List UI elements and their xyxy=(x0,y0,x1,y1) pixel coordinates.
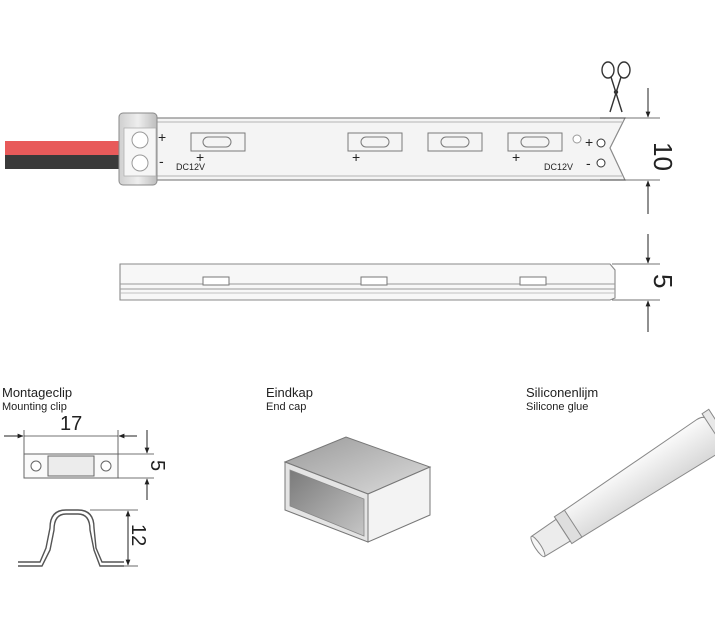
side-chip xyxy=(360,276,388,286)
side-chip xyxy=(202,276,230,286)
resistor-chip xyxy=(427,132,483,152)
endcap-side-face xyxy=(367,466,431,543)
solder-pad-right-minus xyxy=(596,158,606,168)
led-chip: + xyxy=(190,132,246,165)
dimension-label-17: 17 xyxy=(60,413,82,435)
glue-label-en: Silicone glue xyxy=(526,401,588,413)
wire-red xyxy=(5,141,123,155)
dimension-label-12: 12 xyxy=(127,524,149,546)
clip-side-profile xyxy=(18,509,124,563)
endcap-opening xyxy=(289,469,365,537)
solder-pad-plus xyxy=(131,131,149,149)
led-chip: + xyxy=(347,132,403,165)
polarity-minus-right: - xyxy=(586,155,591,171)
mounting-clip-section: Montageclip Mounting clip 17 5 12 xyxy=(2,385,168,567)
endcap-label-en: End cap xyxy=(266,401,306,413)
polarity-plus-right: + xyxy=(585,134,593,150)
strip-side-view: 5 xyxy=(119,234,678,332)
dimension-label-clip-5: 5 xyxy=(146,460,168,471)
dimension-strip-height: 10 xyxy=(600,88,678,214)
led-polarity-mark: + xyxy=(512,149,520,165)
dimension-side-height: 5 xyxy=(612,234,678,332)
solder-pad-right-plus xyxy=(596,138,606,148)
side-chip xyxy=(519,276,547,286)
dimension-label-5: 5 xyxy=(648,274,678,288)
scissors-icon xyxy=(601,61,631,113)
led-polarity-mark: + xyxy=(196,149,204,165)
strip-top-view: + - DC12V + + + + - DC12V xyxy=(5,61,678,214)
polarity-plus-left: + xyxy=(158,129,166,145)
wire-black xyxy=(5,155,123,169)
solder-pad-minus xyxy=(131,154,149,172)
end-cap-section: Eindkap End cap xyxy=(266,385,432,543)
dimension-label-10: 10 xyxy=(648,142,678,171)
silicone-glue-section: Siliconenlijm Silicone glue xyxy=(526,385,715,558)
voltage-label-left: DC12V xyxy=(176,162,205,172)
glue-label-nl: Siliconenlijm xyxy=(526,385,598,400)
clip-label-nl: Montageclip xyxy=(2,385,72,400)
endcap-label-nl: Eindkap xyxy=(266,385,313,400)
polarity-minus-left: - xyxy=(159,153,164,169)
clip-label-en: Mounting clip xyxy=(2,401,67,413)
silicone-tube xyxy=(530,408,715,558)
led-polarity-mark: + xyxy=(352,149,360,165)
voltage-label-right: DC12V xyxy=(544,162,573,172)
led-chip: + xyxy=(507,132,563,165)
